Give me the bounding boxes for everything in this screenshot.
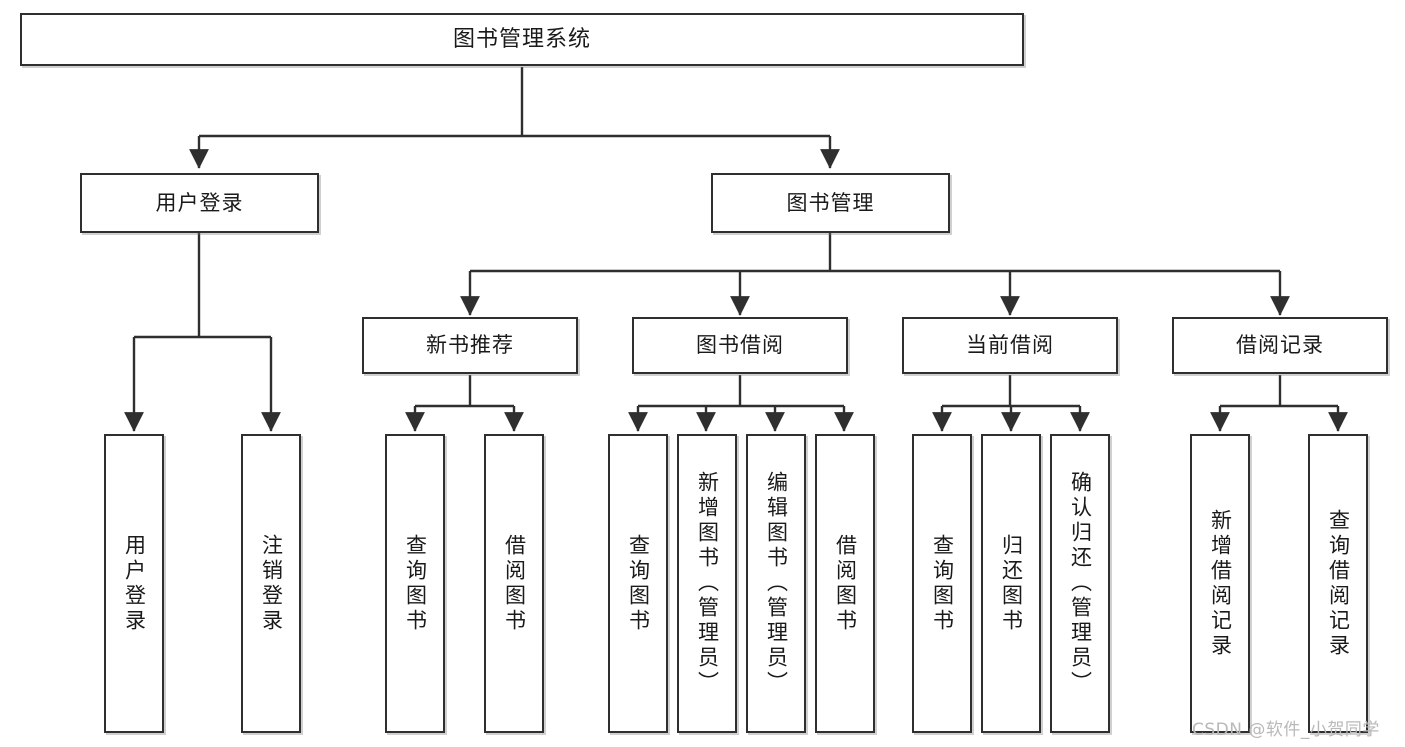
node-label: 借阅图书: [833, 533, 858, 634]
connector-book-manage-to-level2: [460, 233, 1290, 316]
leaf-borrow-book-borrowing[interactable]: 借阅图书: [815, 434, 875, 733]
connector-current-borrow-to-leaves: [932, 375, 1090, 432]
leaf-add-borrowing-record[interactable]: 新增借阅记录: [1190, 434, 1250, 733]
node-label: 图书管理系统: [452, 26, 591, 52]
node-label: 编辑图书（管理员）: [764, 471, 789, 696]
node-label: 图书借阅: [696, 333, 784, 358]
leaf-query-book-current[interactable]: 查询图书: [912, 434, 972, 733]
leaf-return-book[interactable]: 归还图书: [981, 434, 1041, 733]
node-label: 注销登录: [259, 533, 284, 634]
connector-root-to-level1: [189, 67, 840, 169]
node-label: 归还图书: [999, 533, 1024, 634]
node-label: 当前借阅: [966, 333, 1054, 358]
node-label: 图书管理: [786, 190, 875, 215]
node-label: 查询图书: [403, 533, 428, 634]
node-label: 借阅记录: [1236, 333, 1324, 358]
node-current-borrowing[interactable]: 当前借阅: [902, 317, 1118, 374]
node-label: 新增图书（管理员）: [695, 471, 720, 696]
connector-borrow-record-to-leaves: [1210, 375, 1348, 432]
node-label: 查询图书: [626, 533, 651, 634]
node-new-book-recommendation[interactable]: 新书推荐: [362, 317, 578, 374]
node-label: 查询图书: [930, 533, 955, 634]
leaf-query-book-recommendation[interactable]: 查询图书: [385, 434, 445, 733]
node-book-borrowing[interactable]: 图书借阅: [632, 317, 848, 374]
leaf-add-book-admin[interactable]: 新增图书（管理员）: [677, 434, 737, 733]
leaf-borrow-book-recommendation[interactable]: 借阅图书: [484, 434, 544, 733]
node-label: 新书推荐: [426, 333, 514, 358]
connector-user-login-to-leaves: [124, 233, 281, 432]
node-root-book-management-system[interactable]: 图书管理系统: [20, 13, 1024, 66]
connector-new-book-rec-to-leaves: [405, 375, 524, 432]
node-label: 新增借阅记录: [1208, 508, 1233, 659]
node-label: 确认归还（管理员）: [1068, 471, 1093, 696]
node-label: 用户登录: [122, 533, 147, 634]
connector-book-borrow-to-leaves: [628, 375, 854, 432]
node-user-login[interactable]: 用户登录: [80, 173, 319, 233]
leaf-edit-book-admin[interactable]: 编辑图书（管理员）: [746, 434, 806, 733]
leaf-logout-login[interactable]: 注销登录: [241, 434, 301, 733]
leaf-query-book-borrowing[interactable]: 查询图书: [608, 434, 668, 733]
leaf-confirm-return-admin[interactable]: 确认归还（管理员）: [1050, 434, 1110, 733]
node-label: 用户登录: [155, 190, 244, 215]
node-book-management[interactable]: 图书管理: [711, 173, 950, 233]
node-borrowing-record[interactable]: 借阅记录: [1172, 317, 1388, 374]
leaf-query-borrowing-record[interactable]: 查询借阅记录: [1308, 434, 1368, 733]
node-label: 借阅图书: [502, 533, 527, 634]
leaf-user-login[interactable]: 用户登录: [104, 434, 164, 733]
node-label: 查询借阅记录: [1326, 508, 1351, 659]
